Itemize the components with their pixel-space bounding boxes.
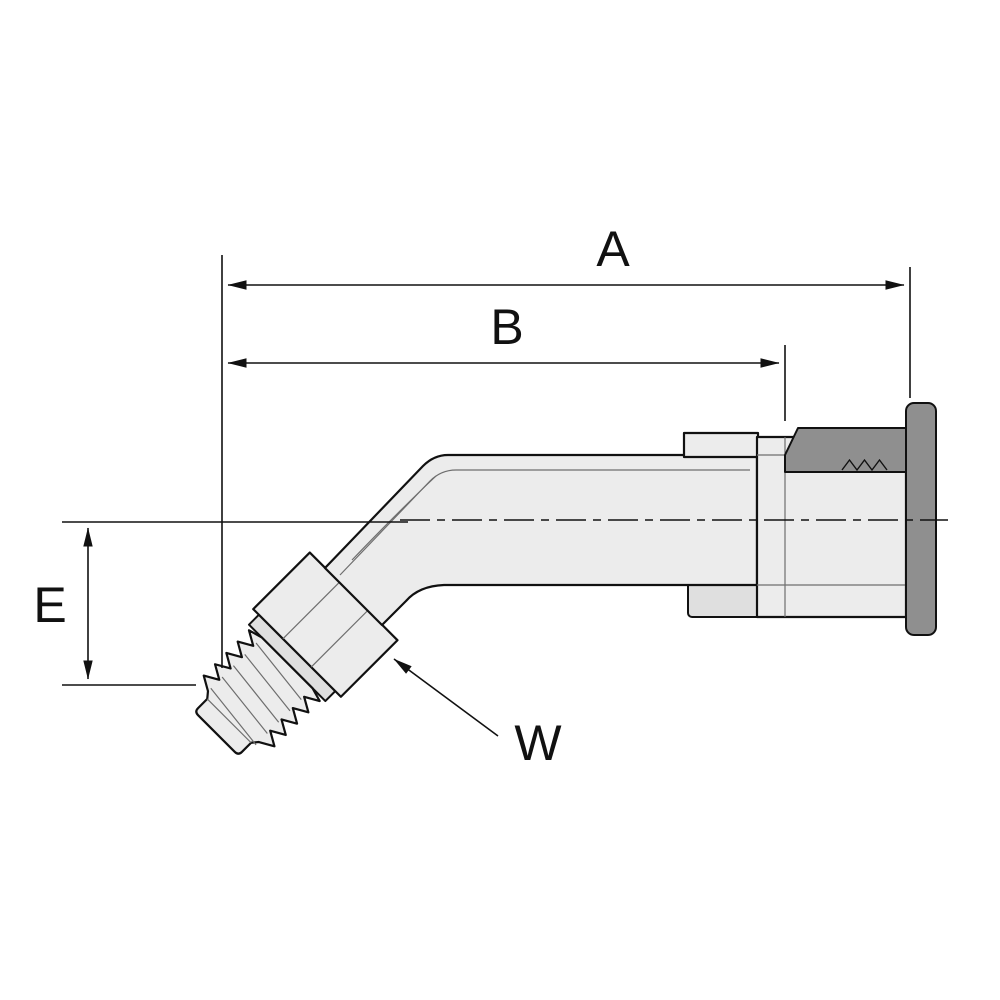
hex-flat-lines — [282, 581, 369, 668]
thread-nose-edge — [206, 698, 252, 744]
dimension-b: B — [227, 299, 786, 421]
dimension-a: A — [227, 221, 911, 398]
dim-label-e: E — [33, 577, 66, 633]
elbow-tube-body — [323, 453, 759, 627]
dimensions: A B E W — [33, 221, 911, 771]
thread-flank-lines — [210, 642, 302, 746]
end-flange — [905, 402, 937, 636]
dim-label-b: B — [490, 299, 523, 355]
dim-label-w: W — [514, 715, 562, 771]
cap-serrations — [841, 458, 888, 472]
male-thread — [195, 629, 321, 755]
leader-line-w — [393, 658, 499, 737]
dim-label-a: A — [596, 221, 630, 277]
bend-shade-line — [351, 475, 437, 561]
hose-end-cap — [784, 427, 907, 473]
fitting-drawing — [195, 402, 948, 755]
tube-collar — [682, 431, 760, 459]
dimension-w: W — [393, 658, 562, 771]
dimension-e: E — [33, 521, 408, 686]
